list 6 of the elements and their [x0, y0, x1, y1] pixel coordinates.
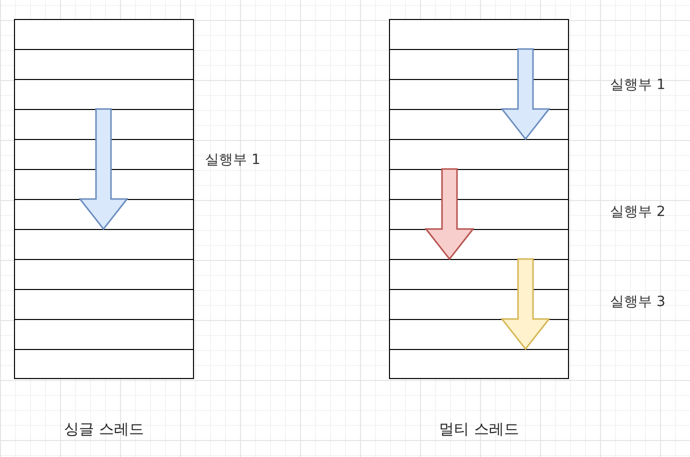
unit-label: 실행부 2	[610, 203, 666, 221]
unit-label: 실행부 1	[610, 76, 666, 94]
panel-heading: 멀티 스레드	[439, 419, 519, 439]
unit-label: 실행부 3	[610, 293, 666, 311]
panel-heading: 싱글 스레드	[64, 419, 144, 439]
unit-label: 실행부 1	[205, 151, 260, 169]
